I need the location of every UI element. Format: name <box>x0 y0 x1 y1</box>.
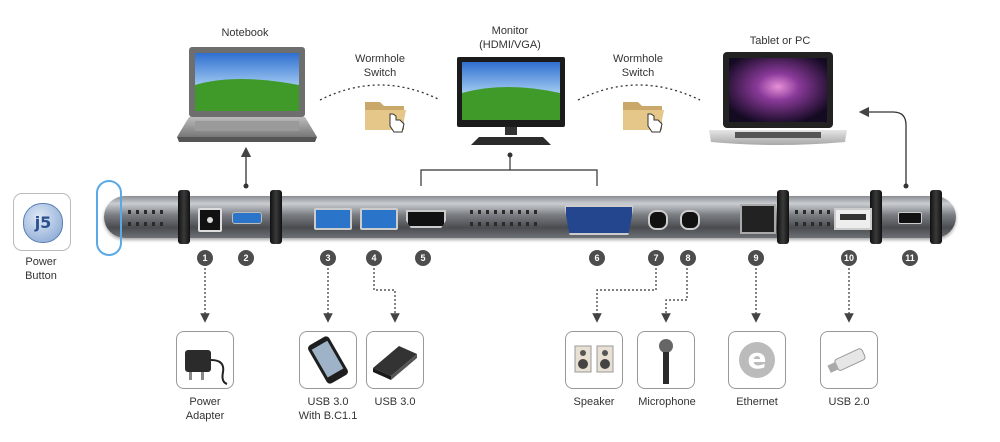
power-adapter-box <box>176 331 234 389</box>
notebook-label: Notebook <box>221 27 269 39</box>
port-number-1: 1 <box>197 250 213 266</box>
ethernet-port[interactable] <box>740 204 776 234</box>
port-number-7: 7 <box>648 250 664 266</box>
hub-band <box>178 190 190 244</box>
monitor-label: Monitor <box>491 25 529 37</box>
usb3-port-2[interactable] <box>360 208 398 230</box>
port-number-11: 11 <box>902 250 918 266</box>
wormhole-arc-left <box>319 84 441 101</box>
folder-hand-icon-right <box>623 102 664 133</box>
hard-drive-box <box>366 331 424 389</box>
vga-port[interactable] <box>564 205 634 235</box>
speaker-jack[interactable] <box>648 210 668 230</box>
phone-icon <box>308 336 348 384</box>
microphone-label: Microphone <box>638 396 696 408</box>
port-number-3: 3 <box>320 250 336 266</box>
vent <box>795 210 831 214</box>
power-ring-highlight <box>96 180 122 256</box>
usb-stick-box <box>820 331 878 389</box>
usb2-label: USB 2.0 <box>828 396 870 408</box>
mini-usb-port[interactable] <box>898 212 922 224</box>
hub-band <box>870 190 882 244</box>
usb3-port-1[interactable] <box>314 208 352 230</box>
usb2-port[interactable] <box>834 208 872 230</box>
notebook-icon <box>177 47 317 142</box>
ethernet-box: e <box>728 331 786 389</box>
monitor-sublabel: (HDMI/VGA) <box>479 39 541 51</box>
usb3-micro-b-port[interactable] <box>232 212 262 224</box>
port-number-8: 8 <box>680 250 696 266</box>
hub-band <box>930 190 942 244</box>
vent <box>795 222 831 226</box>
microphone-icon <box>659 339 673 384</box>
wormhole-arc-right <box>577 84 701 101</box>
microphone-box <box>637 331 695 389</box>
vent <box>128 222 164 226</box>
monitor-icon <box>457 57 565 145</box>
port-number-10: 10 <box>841 250 857 266</box>
port-number-5: 5 <box>415 250 431 266</box>
folder-hand-icon-left <box>365 102 406 133</box>
hub-band <box>270 190 282 244</box>
tablet-label: Tablet or PC <box>749 35 811 47</box>
microphone-jack[interactable] <box>680 210 700 230</box>
power-adapter-icon <box>185 350 228 385</box>
port-number-4: 4 <box>366 250 382 266</box>
usb-stick-icon <box>827 348 866 373</box>
dc-power-port[interactable] <box>198 208 222 232</box>
port-number-2: 2 <box>238 250 254 266</box>
speaker-box <box>565 331 623 389</box>
hard-drive-icon <box>373 346 417 380</box>
vent <box>470 222 540 226</box>
j5-logo-icon: j5 <box>23 203 63 243</box>
phone-box <box>299 331 357 389</box>
usb3-label: USB 3.0 <box>374 396 416 408</box>
power-button[interactable]: j5 <box>13 193 71 251</box>
port-number-9: 9 <box>748 250 764 266</box>
ethernet-icon: e <box>739 342 775 378</box>
ethernet-label: Ethernet <box>736 396 778 408</box>
speaker-icon <box>574 345 614 373</box>
hdmi-port[interactable] <box>406 210 446 228</box>
vent <box>128 210 164 214</box>
laptop-icon <box>709 52 847 145</box>
vent <box>470 210 540 214</box>
speaker-label: Speaker <box>573 396 615 408</box>
hub-band <box>777 190 789 244</box>
port-number-6: 6 <box>589 250 605 266</box>
